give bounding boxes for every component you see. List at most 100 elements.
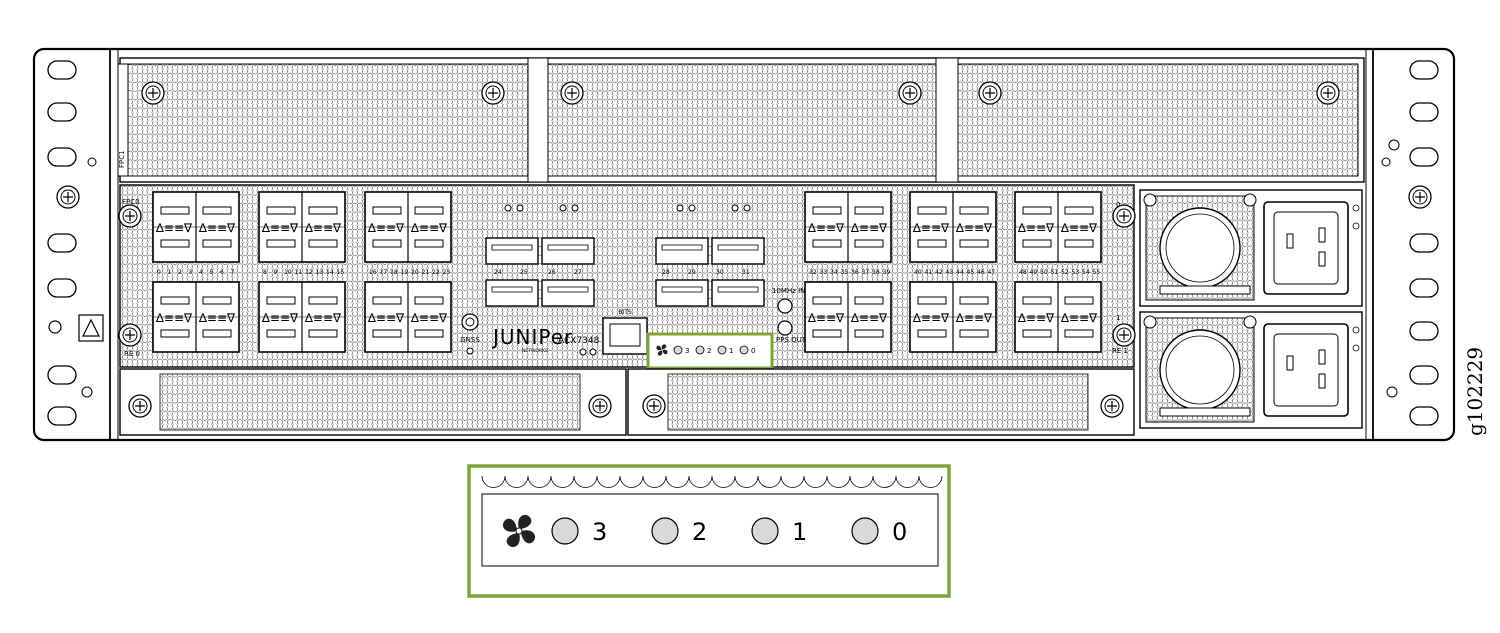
fpc-screw-icon <box>560 81 584 105</box>
qsfp-port-number: 30 <box>716 269 724 276</box>
port-number: 55 <box>1093 269 1101 276</box>
fan-led-highlight <box>646 332 774 370</box>
re1-label: RE 1 <box>1112 347 1128 355</box>
port-number: 11 <box>295 269 303 276</box>
port-number: 8 <box>263 269 267 276</box>
port-number: 16 <box>369 269 377 276</box>
fan-led <box>739 345 749 355</box>
fan-led-label: 3 <box>592 518 607 546</box>
port-number: 3 <box>189 269 193 276</box>
sfp-cage[interactable] <box>258 191 346 263</box>
sfp-cage[interactable] <box>364 191 452 263</box>
port-number: 45 <box>967 269 975 276</box>
port-number: 13 <box>316 269 324 276</box>
qsfp-port-number: 29 <box>688 269 696 276</box>
fan-led <box>717 345 727 355</box>
fan-led-label: 2 <box>692 518 707 546</box>
port-number: 20 <box>411 269 419 276</box>
qsfp-port[interactable] <box>485 279 539 307</box>
panel-screw-icon <box>118 204 142 228</box>
port-number: 17 <box>380 269 388 276</box>
port-number: 14 <box>326 269 334 276</box>
sfp-cage[interactable] <box>152 281 240 353</box>
figure-id: g102229 <box>1463 347 1487 436</box>
qsfp-ports <box>485 204 765 307</box>
10mhz-in-connector[interactable] <box>777 298 793 314</box>
qsfp-port-number: 31 <box>742 269 750 276</box>
fan-led-label: 0 <box>751 347 755 355</box>
power-supply-1[interactable] <box>1139 311 1363 429</box>
port-number: 9 <box>274 269 278 276</box>
qsfp-port[interactable] <box>711 237 765 265</box>
port-number: 2 <box>178 269 182 276</box>
power-supply-0[interactable] <box>1139 189 1363 307</box>
qsfp-port[interactable] <box>541 279 595 307</box>
port-number: 18 <box>390 269 398 276</box>
port-number: 10 <box>284 269 292 276</box>
port-number: 54 <box>1082 269 1090 276</box>
sfp-cage[interactable] <box>804 191 892 263</box>
sfp-cage[interactable] <box>909 191 997 263</box>
psu1-label: 1 <box>1116 314 1120 322</box>
brand-logo: JUNIPer <box>491 325 573 349</box>
fan-led <box>551 517 579 545</box>
fpc-screw-icon <box>141 81 165 105</box>
fan-led-label: 0 <box>892 518 907 546</box>
port-number: 37 <box>862 269 870 276</box>
sfp-cage[interactable] <box>804 281 892 353</box>
pps-out-connector[interactable] <box>777 320 793 336</box>
qsfp-port[interactable] <box>485 237 539 265</box>
port-number: 53 <box>1072 269 1080 276</box>
fpc0-label: FPC0 <box>122 198 140 206</box>
qsfp-port[interactable] <box>655 237 709 265</box>
qsfp-port[interactable] <box>655 279 709 307</box>
fpc-screw-icon <box>1316 81 1340 105</box>
port-number: 51 <box>1051 269 1059 276</box>
port-number: 42 <box>935 269 943 276</box>
sfp-cage[interactable] <box>1014 191 1102 263</box>
left-ear-screw-icon <box>56 185 80 209</box>
port-number: 38 <box>872 269 880 276</box>
panel-screw-icon <box>1112 323 1136 347</box>
fan-led-label: 1 <box>792 518 807 546</box>
port-number: 19 <box>401 269 409 276</box>
fan-led-inset: 3 2 1 0 <box>467 464 951 598</box>
warning-triangle-icon <box>82 318 100 337</box>
bits-label: BITS <box>618 309 632 316</box>
sfp-cage[interactable] <box>152 191 240 263</box>
qsfp-port-number: 26 <box>548 269 556 276</box>
port-number: 48 <box>1019 269 1027 276</box>
qsfp-port-number: 28 <box>662 269 670 276</box>
port-number: 15 <box>337 269 345 276</box>
port-number: 49 <box>1030 269 1038 276</box>
port-number: 22 <box>432 269 440 276</box>
qsfp-port-number: 24 <box>494 269 502 276</box>
sfp-cage[interactable] <box>1014 281 1102 353</box>
sfp-cage[interactable] <box>258 281 346 353</box>
qsfp-port[interactable] <box>711 279 765 307</box>
port-number: 33 <box>820 269 828 276</box>
port-number: 1 <box>168 269 172 276</box>
qsfp-port[interactable] <box>541 237 595 265</box>
fan-led-label: 1 <box>729 347 733 355</box>
fpc-screw-icon <box>481 81 505 105</box>
port-number: 46 <box>977 269 985 276</box>
sfp-cage[interactable] <box>364 281 452 353</box>
left-rack-ear <box>47 60 104 426</box>
port-number: 7 <box>231 269 235 276</box>
gnss-label: GNSS <box>460 336 480 344</box>
port-number: 0 <box>157 269 161 276</box>
port-number: 4 <box>199 269 203 276</box>
fan-led <box>651 517 679 545</box>
port-number: 39 <box>883 269 891 276</box>
port-number: 32 <box>809 269 817 276</box>
top-fpc-area: FPC1 <box>117 57 1365 183</box>
port-number: 6 <box>220 269 224 276</box>
sfp-cage[interactable] <box>909 281 997 353</box>
re-modules <box>119 368 1135 436</box>
port-number: 41 <box>925 269 933 276</box>
port-number: 12 <box>305 269 313 276</box>
